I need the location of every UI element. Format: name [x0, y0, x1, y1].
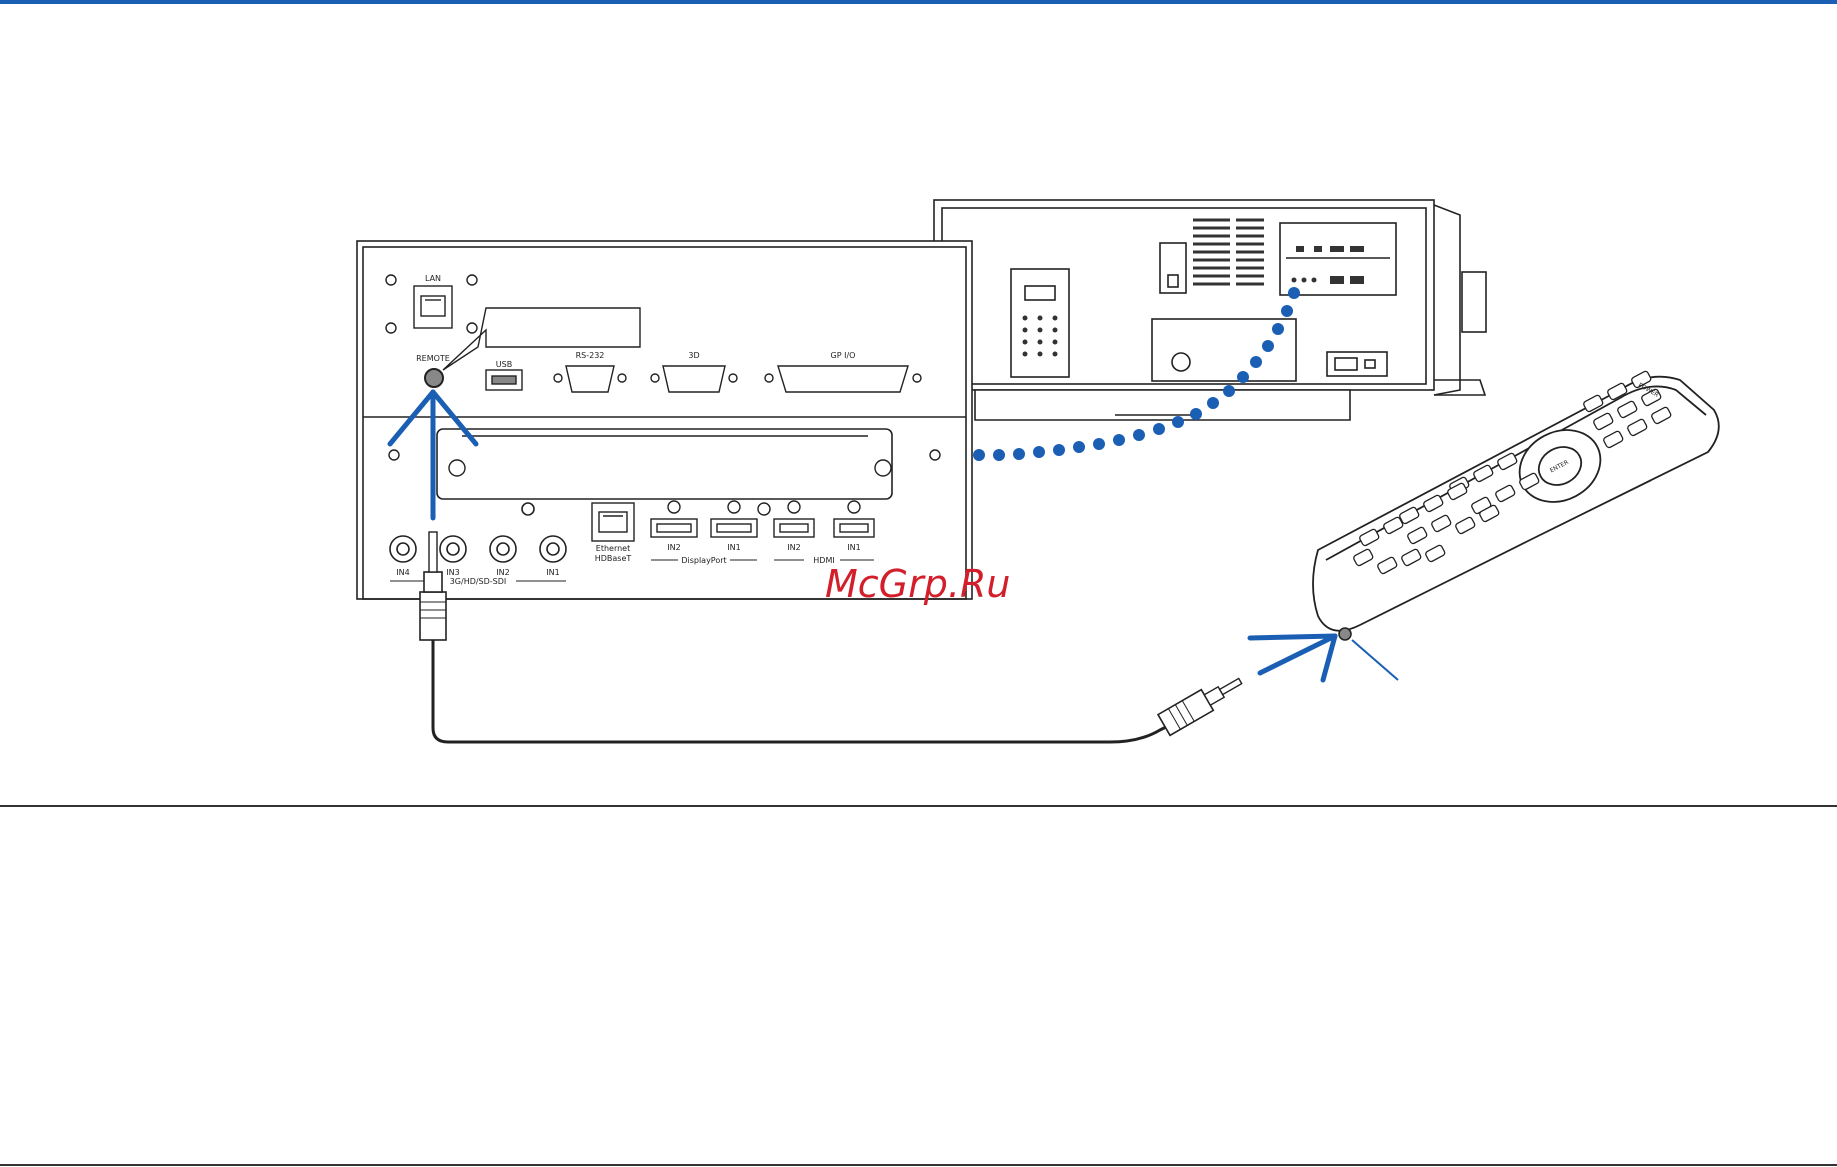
projector-body	[934, 200, 1486, 420]
hdbaset-label: HDBaseT	[595, 554, 632, 563]
usb-port	[486, 370, 522, 390]
sdi-group-label: 3G/HD/SD-SDI	[450, 577, 507, 586]
ethernet-port	[592, 503, 634, 541]
dp-group-label: DisplayPort	[681, 556, 726, 565]
gpio-label: GP I/O	[831, 351, 856, 360]
dp-in1-label: IN1	[727, 543, 740, 552]
lan-label: LAN	[425, 274, 441, 283]
remote-label: REMOTE	[416, 354, 450, 363]
remote-control-jack	[1339, 628, 1351, 640]
remote-jack-leader	[1352, 640, 1398, 680]
sdi-in4-label: IN4	[396, 568, 409, 577]
gpio-port	[765, 366, 921, 392]
watermark: McGrp.Ru	[825, 562, 1010, 606]
usb-label: USB	[496, 360, 512, 369]
hdmi-in2-label: IN2	[787, 543, 800, 552]
dp-in2-label: IN2	[667, 543, 680, 552]
arrow-to-remote-jack	[1250, 636, 1335, 680]
section-divider	[0, 805, 1837, 807]
ethernet-label: Ethernet	[596, 544, 630, 553]
sdi-in2-label: IN2	[496, 568, 509, 577]
sdi-in1-label: IN1	[546, 568, 559, 577]
bottom-divider	[0, 1164, 1837, 1166]
sdi-in3-label: IN3	[446, 568, 459, 577]
remote-jack	[425, 369, 443, 387]
lan-port	[414, 286, 452, 328]
port-3d-label: 3D	[688, 351, 699, 360]
rs232-label: RS-232	[576, 351, 605, 360]
hdmi-in1-label: IN1	[847, 543, 860, 552]
